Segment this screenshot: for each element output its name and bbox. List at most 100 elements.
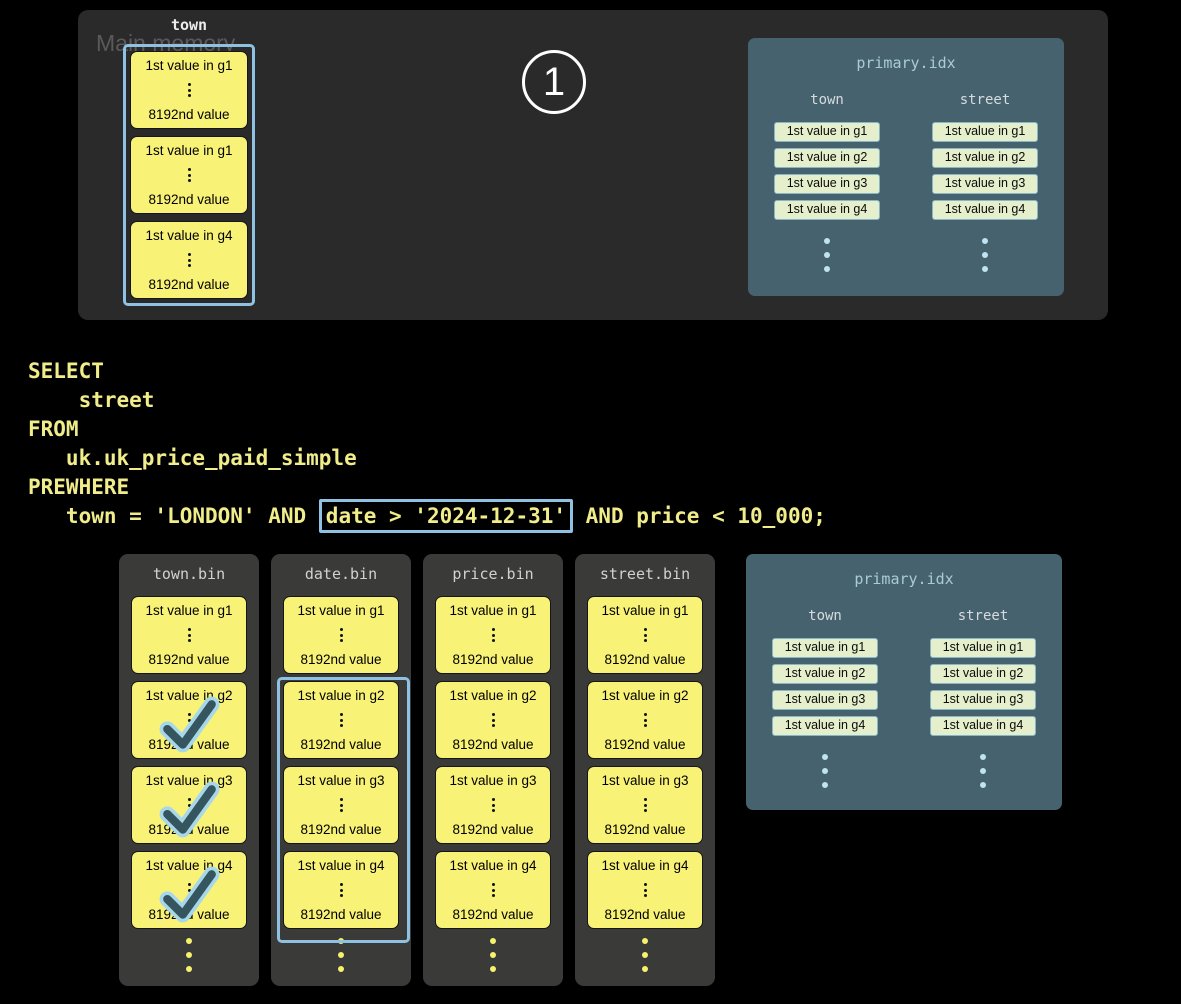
ellipsis-dots-icon [643,713,647,727]
ellipsis-dots-icon [131,938,247,972]
granule-last-value: 8192nd value [604,737,686,752]
granule-block: 1st value in g1 8192nd value [130,51,248,129]
granule-first-value: 1st value in g1 [145,603,233,618]
memory-selection-frame: 1st value in g1 8192nd value 1st value i… [123,44,255,306]
step-number: 1 [542,59,566,104]
ellipsis-dots-icon [643,798,647,812]
ellipsis-dots-icon [980,754,986,788]
granule-last-value: 8192nd value [604,822,686,837]
ellipsis-dots-icon [339,798,343,812]
primary-idx-panel-bottom: primary.idx town 1st value in g1 1st val… [746,554,1062,810]
index-entry: 1st value in g4 [932,200,1038,220]
sql-line: SELECT [28,359,104,383]
granule-block: 1st value in g4 8192nd value [435,851,551,929]
granule-last-value: 8192nd value [452,737,534,752]
bin-column-town: town.bin 1st value in g1 8192nd value 1s… [119,554,259,986]
index-column-header: town [810,92,844,108]
bin-column-street: street.bin 1st value in g1 8192nd value … [575,554,715,986]
granule-last-value: 8192nd value [452,822,534,837]
bin-column-date: date.bin 1st value in g1 8192nd value 1s… [271,554,411,986]
ellipsis-dots-icon [435,938,551,972]
granule-first-value: 1st value in g4 [601,858,689,873]
granule-first-value: 1st value in g1 [449,603,537,618]
granule-first-value: 1st value in g4 [297,858,385,873]
granule-first-value: 1st value in g3 [601,773,689,788]
checkmark-icon [159,781,220,838]
granule-block: 1st value in g4 8192nd value [130,221,248,299]
granule-first-value: 1st value in g1 [297,603,385,618]
granule-block: 1st value in g1 8192nd value [131,596,247,674]
index-entry: 1st value in g2 [772,664,878,684]
index-column-header: town [808,608,842,624]
ellipsis-dots-icon [491,628,495,642]
index-entry: 1st value in g4 [930,716,1036,736]
index-entry: 1st value in g2 [930,664,1036,684]
index-entry: 1st value in g1 [930,638,1036,658]
index-column-header: street [959,92,1011,108]
ellipsis-dots-icon [824,238,830,272]
granule-last-value: 8192nd value [604,652,686,667]
granule-first-value: 1st value in g1 [145,58,233,73]
index-column-street: street 1st value in g1 1st value in g2 1… [930,608,1036,788]
index-column-town: town 1st value in g1 1st value in g2 1st… [774,92,880,272]
granule-block: 1st value in g3 8192nd value [131,766,247,844]
sql-line: PREWHERE [28,475,130,499]
sql-condition-before: town = 'LONDON' AND [28,504,319,528]
memory-column-header: town [170,16,208,34]
ellipsis-dots-icon [982,238,988,272]
ellipsis-dots-icon [822,754,828,788]
index-entry: 1st value in g2 [932,148,1038,168]
granule-block: 1st value in g2 8192nd value [283,681,399,759]
sql-query: SELECT street FROM uk.uk_price_paid_simp… [28,357,826,533]
granule-last-value: 8192nd value [452,652,534,667]
ellipsis-dots-icon [187,253,191,267]
ellipsis-dots-icon [491,798,495,812]
granule-first-value: 1st value in g3 [297,773,385,788]
granule-block: 1st value in g3 8192nd value [435,766,551,844]
granule-last-value: 8192nd value [148,652,230,667]
granule-last-value: 8192nd value [300,737,382,752]
granule-first-value: 1st value in g3 [449,773,537,788]
sql-line: FROM [28,417,79,441]
ellipsis-dots-icon [491,883,495,897]
bin-column-price: price.bin 1st value in g1 8192nd value 1… [423,554,563,986]
granule-first-value: 1st value in g1 [601,603,689,618]
granule-block: 1st value in g3 8192nd value [283,766,399,844]
primary-idx-title: primary.idx [854,570,954,588]
granule-last-value: 8192nd value [604,907,686,922]
granule-first-value: 1st value in g4 [449,858,537,873]
granule-first-value: 1st value in g2 [601,688,689,703]
ellipsis-dots-icon [283,938,399,972]
bin-column-header: street.bin [599,565,691,583]
index-entry: 1st value in g3 [930,690,1036,710]
primary-idx-panel-top: primary.idx town 1st value in g1 1st val… [748,38,1064,296]
index-entry: 1st value in g1 [772,638,878,658]
granule-last-value: 8192nd value [148,192,230,207]
granule-block: 1st value in g2 8192nd value [587,681,703,759]
ellipsis-dots-icon [187,628,191,642]
ellipsis-dots-icon [187,168,191,182]
bin-column-header: town.bin [152,565,226,583]
primary-idx-title: primary.idx [856,54,956,72]
index-entry: 1st value in g2 [774,148,880,168]
sql-condition-after: AND price < 10_000; [573,504,826,528]
index-entry: 1st value in g4 [772,716,878,736]
granule-last-value: 8192nd value [300,652,382,667]
granule-block: 1st value in g2 8192nd value [131,681,247,759]
granule-last-value: 8192nd value [300,907,382,922]
index-entry: 1st value in g1 [932,122,1038,142]
ellipsis-dots-icon [339,713,343,727]
granule-block: 1st value in g4 8192nd value [283,851,399,929]
bin-column-header: date.bin [304,565,378,583]
checkmark-icon [159,696,220,753]
granule-block: 1st value in g1 8192nd value [283,596,399,674]
index-column-town: town 1st value in g1 1st value in g2 1st… [772,608,878,788]
granule-last-value: 8192nd value [452,907,534,922]
granule-block: 1st value in g1 8192nd value [435,596,551,674]
ellipsis-dots-icon [491,713,495,727]
granule-first-value: 1st value in g2 [297,688,385,703]
granule-block: 1st value in g1 8192nd value [587,596,703,674]
index-entry: 1st value in g3 [932,174,1038,194]
sql-line: street [28,388,155,412]
